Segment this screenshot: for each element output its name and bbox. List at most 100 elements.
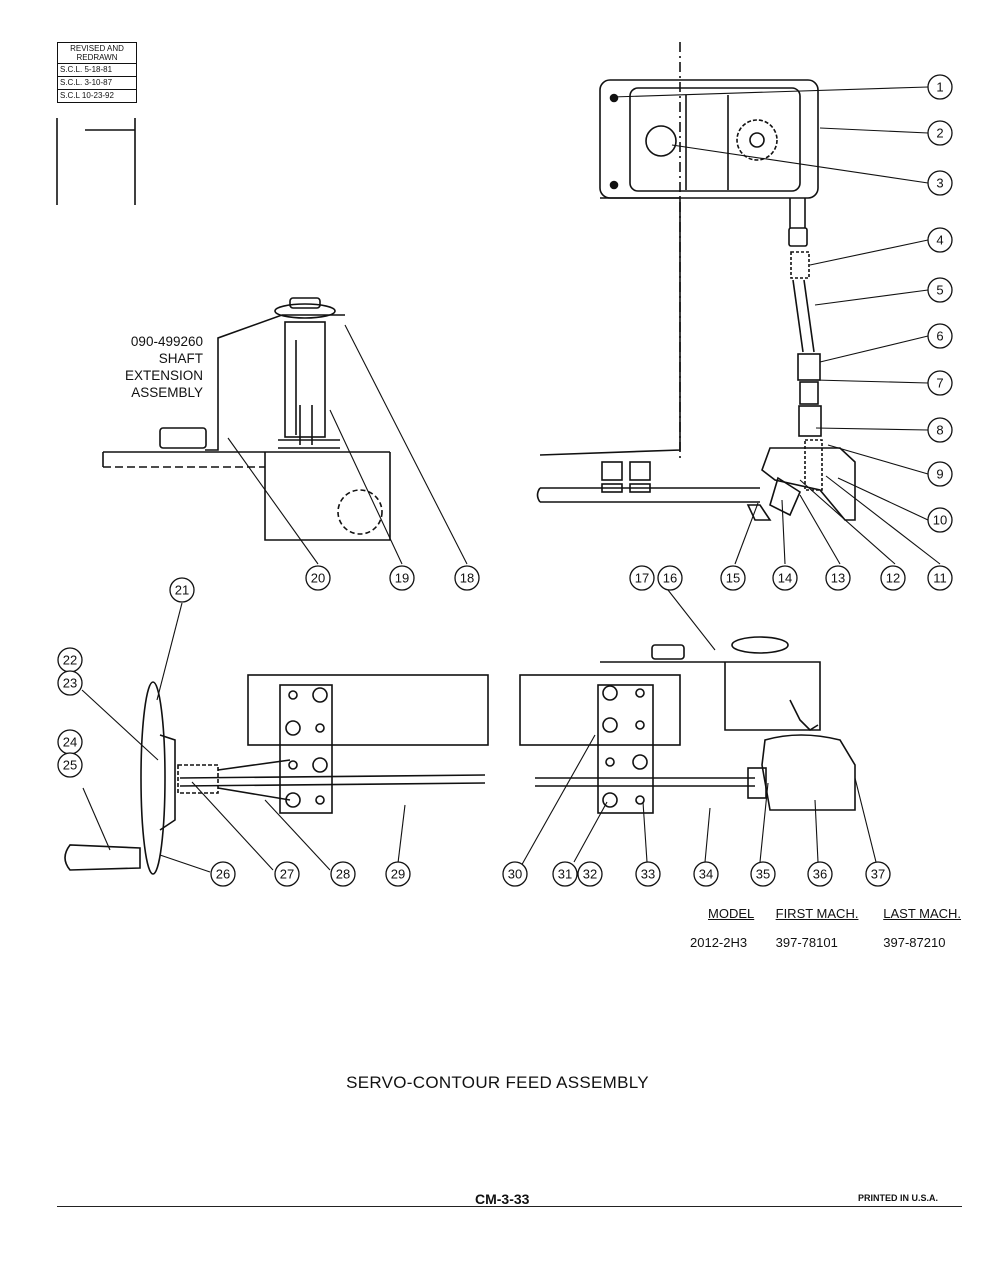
callout-11: 11 (927, 565, 953, 591)
callout-circle (927, 565, 953, 591)
callout-circle (385, 861, 411, 887)
callout-28: 28 (330, 861, 356, 887)
shaft-extension-view (102, 297, 391, 541)
shaft-extension-line-4: ASSEMBLY (131, 385, 203, 400)
callout-circle (454, 565, 480, 591)
callout-number: 36 (813, 867, 827, 882)
callout-4: 4 (927, 227, 953, 253)
callout-29: 29 (385, 861, 411, 887)
callout-23: 23 (57, 670, 83, 696)
callout-circle (927, 370, 953, 396)
callout-circle (577, 861, 603, 887)
callout-36: 36 (807, 861, 833, 887)
callout-circle (750, 861, 776, 887)
first-mach-header: FIRST MACH. (775, 906, 859, 921)
callout-circle (693, 861, 719, 887)
footer-rule (57, 1206, 962, 1207)
upper-gearbox-view (536, 42, 856, 521)
shaft-extension-label: 090-499260 SHAFT EXTENSION ASSEMBLY (85, 333, 203, 401)
callout-circle (169, 577, 195, 603)
callout-circle (927, 277, 953, 303)
revision-header: REVISED AND REDRAWN (58, 43, 136, 64)
page-number: CM-3-33 (475, 1191, 530, 1207)
callout-number: 35 (756, 867, 770, 882)
callout-circle (552, 861, 578, 887)
printed-in-usa: PRINTED IN U.S.A. (858, 1193, 939, 1203)
last-mach-header: LAST MACH. (883, 906, 962, 921)
callout-22: 22 (57, 647, 83, 673)
callout-number: 20 (311, 571, 325, 586)
callout-number: 13 (831, 571, 845, 586)
callout-21: 21 (169, 577, 195, 603)
callout-circle (807, 861, 833, 887)
callout-circle (389, 565, 415, 591)
callout-circle (927, 461, 953, 487)
callout-circle (927, 417, 953, 443)
callout-35: 35 (750, 861, 776, 887)
shaft-extension-part-number: 090-499260 (130, 334, 203, 349)
callout-number: 26 (216, 867, 230, 882)
callout-number: 18 (460, 571, 474, 586)
callout-circle (772, 565, 798, 591)
callout-number: 3 (936, 176, 943, 191)
callout-number: 29 (391, 867, 405, 882)
callout-10: 10 (927, 507, 953, 533)
callout-circle (629, 565, 655, 591)
callout-number: 7 (936, 376, 943, 391)
first-mach-value: 397-78101 (775, 935, 838, 950)
model-header: MODEL (708, 906, 755, 921)
callout-37: 37 (865, 861, 891, 887)
callout-circle (57, 752, 83, 778)
revision-row-2: S.C.L. 3-10-87 (58, 77, 136, 90)
revision-block: REVISED AND REDRAWN S.C.L. 5-18-81 S.C.L… (57, 42, 137, 103)
callout-number: 10 (933, 513, 947, 528)
callout-number: 28 (336, 867, 350, 882)
callout-number: 12 (886, 571, 900, 586)
callout-25: 25 (57, 752, 83, 778)
callout-number: 32 (583, 867, 597, 882)
model-value: 2012-2H3 (690, 935, 748, 950)
shaft-extension-line-2: SHAFT (158, 351, 203, 366)
callout-circle (927, 170, 953, 196)
callout-17: 17 (629, 565, 655, 591)
callout-number: 31 (558, 867, 572, 882)
callout-number: 25 (63, 758, 77, 773)
callout-19: 19 (389, 565, 415, 591)
callout-33: 33 (635, 861, 661, 887)
callout-number: 37 (871, 867, 885, 882)
callout-16: 16 (657, 565, 683, 591)
callout-number: 5 (936, 283, 943, 298)
callout-3: 3 (927, 170, 953, 196)
callout-31: 31 (552, 861, 578, 887)
revision-row-1: S.C.L. 5-18-81 (58, 64, 136, 77)
callout-circle (880, 565, 906, 591)
callout-number: 16 (663, 571, 677, 586)
callout-number: 22 (63, 653, 77, 668)
callout-number: 6 (936, 329, 943, 344)
callout-circle (330, 861, 356, 887)
callout-circle (825, 565, 851, 591)
callout-1: 1 (927, 74, 953, 100)
callout-circle (927, 507, 953, 533)
callout-circle (927, 227, 953, 253)
callout-number: 9 (936, 467, 943, 482)
callout-number: 15 (726, 571, 740, 586)
callout-circle (274, 861, 300, 887)
last-mach-value: 397-87210 (883, 935, 946, 950)
page-title: SERVO-CONTOUR FEED ASSEMBLY (346, 1073, 649, 1092)
callout-circle (865, 861, 891, 887)
callout-number: 27 (280, 867, 294, 882)
callout-number: 21 (175, 583, 189, 598)
callout-6: 6 (927, 323, 953, 349)
callout-circle (502, 861, 528, 887)
callout-number: 4 (936, 233, 943, 248)
callout-number: 34 (699, 867, 713, 882)
callout-32: 32 (577, 861, 603, 887)
callout-number: 2 (936, 126, 943, 141)
model-table-headers: MODEL FIRST MACH. LAST MACH. (690, 906, 961, 921)
callout-circle (210, 861, 236, 887)
callout-number: 24 (63, 735, 77, 750)
callout-2: 2 (927, 120, 953, 146)
callout-number: 23 (63, 676, 77, 691)
